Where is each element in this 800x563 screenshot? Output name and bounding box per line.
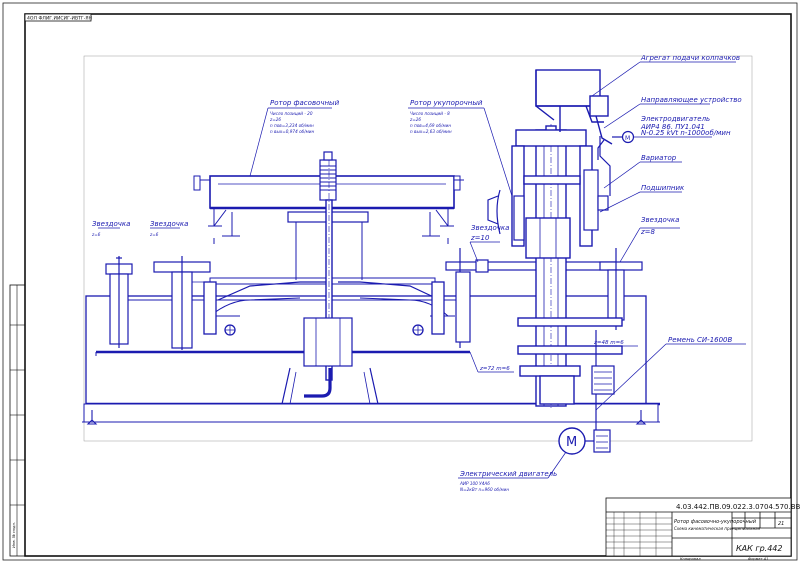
sheet-count: 21 [778,521,784,527]
label-motor-bottom: Электрический двигатель [459,470,557,478]
label-rotor-fill-spec1: Число позиций - 20 [270,111,313,116]
label-chain: Ремень СИ-1600В [668,336,733,344]
label-gear-72: z=72 m=6 [479,366,510,372]
label-sprocket-left1-z: z=6 [91,232,101,237]
label-rotor-cap-spec1: Число позиций - 8 [410,111,450,116]
title-block [605,497,792,557]
footer-copy: Копировал [680,557,701,561]
label-guide: Направляющее устройство [641,96,742,104]
label-sprocket-left2-z: z=6 [149,232,159,237]
title-line2: Схема кинематическая принципиальная [674,526,761,531]
top-stamp-text: 4ОЛ ФЛИГ.ИИСИГ-ИВТГ-ЯН [27,16,92,22]
label-rotor-fill-spec4: n вых=0,974 об/мин [270,129,315,134]
label-motor-bottom-spec2: N=2кВт n=960 об/мин [460,487,509,492]
label-rotor-fill-spec3: n пов=3,234 об/мин [270,123,314,128]
motor-symbol: M [566,435,577,450]
label-rotor-cap-spec3: n пов=4,69 об/мин [410,123,451,128]
label-sprocket-mid-z: z=10 [470,234,490,242]
label-elmotor-top: Электродвигатель [640,115,710,123]
left-margin-strip [9,284,26,557]
motor-top-symbol: M [625,135,630,142]
label-rotor-cap-spec2: z=26 [409,117,421,122]
callout-labels: Агрегат подачи колпачков Направляющее ус… [91,54,742,492]
top-stamp-box [24,13,92,22]
footer-format: Формат A1 [748,557,768,561]
label-sprocket-right-z: z=8 [640,228,656,236]
label-rotor-cap-spec4: n вых=2,63 об/мин [410,129,452,134]
title-line1: Ротор фасовочно-укупорочный [674,519,757,525]
label-sprocket-right: Звездочка [641,216,679,224]
label-rotor-fill-spec2: z=26 [269,117,281,122]
kinematic-diagram [82,69,660,455]
label-sprocket-mid: Звездочка [471,224,509,232]
label-gear-48: z=48 m=6 [593,340,624,346]
doc-code: 4.03.442.ПВ.09.022.3.0704.570.ВВР [676,503,800,511]
label-motor-bottom-spec1: АИР 100 У4А6 [459,481,490,486]
label-sprocket-left1: Звездочка [92,220,130,228]
label-elmotor-top-spec1: АИР4 86. ПУ1.041 [640,123,705,131]
leader-lines [98,61,746,479]
label-rollers: Подшипник [641,184,685,192]
label-bunker: Агрегат подачи колпачков [640,54,740,62]
label-sprocket-left2: Звездочка [150,220,188,228]
motor-symbol-circle [558,427,586,455]
label-variator: Вариатор [641,154,677,162]
label-rotor-cap: Ротор укупорочный [410,99,483,107]
org-name: КАК гр.442 [736,544,782,553]
margin-text: Инв. № подл. [11,522,16,548]
label-elmotor-top-spec2: N-0.25 kVt n-1000об/мин [641,129,731,137]
drawing-field [83,55,753,442]
label-rotor-fill: Ротор фасовочный [270,99,340,107]
